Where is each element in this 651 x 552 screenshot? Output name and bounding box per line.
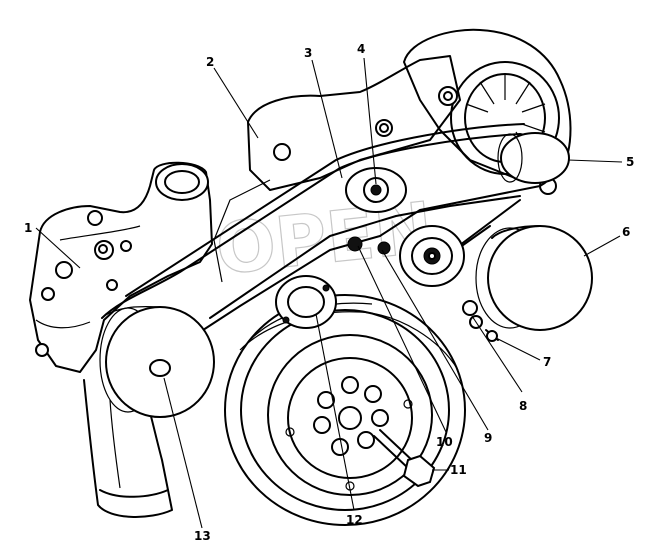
front-cover-bracket — [213, 55, 461, 283]
pulley-hub — [275, 275, 337, 329]
callout-10: 10 — [436, 435, 453, 449]
callout-8: 8 — [519, 399, 527, 413]
callout-6: 6 — [622, 225, 630, 239]
water-pump-housing — [29, 161, 213, 373]
callout-2: 2 — [206, 55, 214, 69]
mounting-bolts — [347, 236, 499, 342]
crank-bolts — [313, 376, 389, 456]
alternator-pulley — [497, 132, 570, 184]
callout-12: 12 — [346, 513, 363, 527]
callout-5: 5 — [626, 155, 634, 169]
callout-4: 4 — [357, 42, 365, 56]
callout-11: 11 — [450, 463, 467, 477]
callout-7: 7 — [543, 355, 551, 369]
callout-labels: 1 2 3 4 5 6 7 8 9 10 11 12 13 — [24, 42, 634, 543]
coolant-outlet-pipe — [83, 379, 173, 518]
water-pump-pulley — [99, 305, 215, 418]
belt-tensioner — [345, 167, 407, 213]
large-idler-pulley — [475, 225, 593, 331]
callout-1: 1 — [24, 221, 32, 235]
callout-13: 13 — [194, 529, 211, 543]
idler-pulley — [399, 225, 465, 287]
long-bolt — [373, 429, 436, 488]
callout-9: 9 — [484, 431, 492, 445]
callout-3: 3 — [304, 46, 312, 60]
leader-lines — [35, 57, 623, 529]
